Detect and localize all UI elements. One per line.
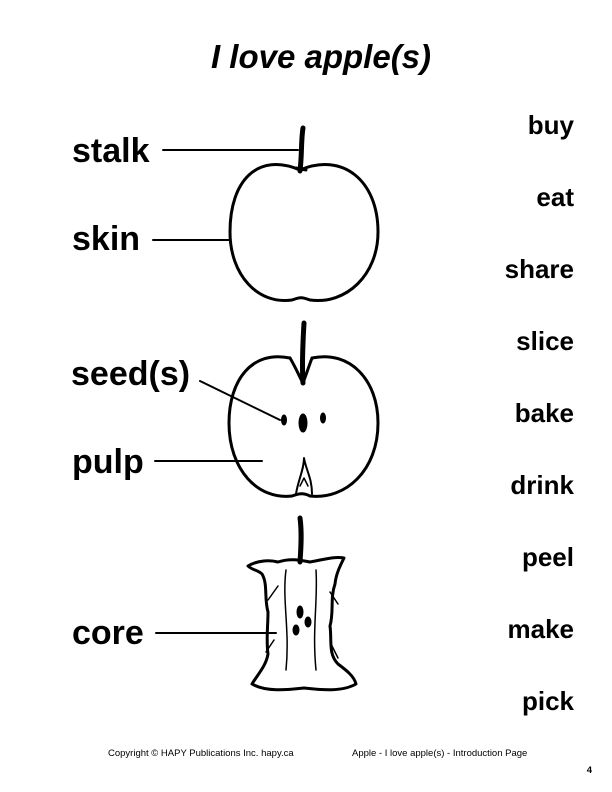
verb-make: make bbox=[507, 614, 575, 644]
verb-drink: drink bbox=[510, 470, 574, 500]
footer-page-info: Apple - I love apple(s) - Introduction P… bbox=[352, 748, 528, 759]
whole-apple bbox=[228, 125, 380, 303]
page-title: I love apple(s) bbox=[210, 38, 432, 75]
sliced-apple bbox=[227, 320, 380, 498]
verb-eat: eat bbox=[536, 182, 574, 212]
label-stalk: stalk bbox=[72, 132, 150, 170]
page-number: 4 bbox=[586, 765, 592, 776]
label-skin: skin bbox=[72, 220, 141, 258]
verb-pick: pick bbox=[521, 686, 574, 716]
label-pulp: pulp bbox=[72, 443, 144, 481]
verb-bake: bake bbox=[514, 398, 574, 428]
verb-slice: slice bbox=[516, 326, 574, 356]
apple-core bbox=[246, 515, 358, 692]
verb-buy: buy bbox=[527, 110, 574, 140]
label-seeds: seed(s) bbox=[71, 355, 191, 393]
verb-peel: peel bbox=[521, 542, 574, 572]
leader-seeds bbox=[199, 380, 281, 421]
verb-share: share bbox=[504, 254, 574, 284]
label-core: core bbox=[72, 614, 144, 652]
footer-copyright: Copyright © HAPY Publications Inc. hapy.… bbox=[108, 748, 294, 759]
